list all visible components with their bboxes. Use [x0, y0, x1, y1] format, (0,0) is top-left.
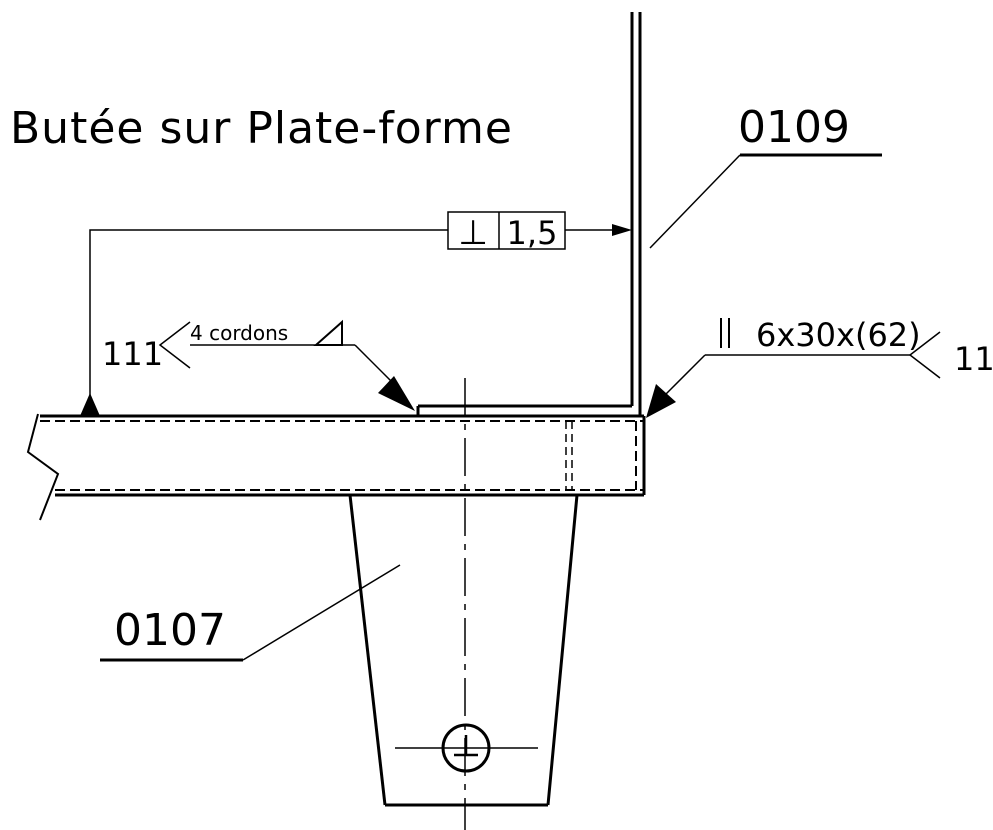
perpendicularity-symbol-icon: ⊥: [458, 213, 488, 253]
platform-plate: [26, 413, 646, 521]
right-weld-arrow-icon: [646, 384, 676, 418]
left-weld-arrow-icon: [378, 376, 415, 411]
left-weld-note: 4 cordons: [190, 321, 288, 345]
tolerance-value: 1,5: [507, 214, 558, 252]
tolerance-frame: ⊥ 1,5: [447, 211, 566, 253]
part-label-0107: 0107: [114, 605, 226, 656]
tolerance-leader: [80, 224, 632, 416]
right-weld-spec: 6x30x(62): [756, 316, 921, 354]
leader-0107: [100, 564, 401, 662]
part-label-0109: 0109: [738, 102, 850, 153]
datum-triangle-icon: [80, 393, 100, 416]
right-weld-callout: [646, 318, 941, 418]
vertical-plate-0109: [416, 12, 642, 416]
right-weld-process: 11: [954, 340, 993, 378]
fillet-weld-symbol-icon: [313, 319, 343, 346]
hole-symbol: [395, 723, 538, 773]
support-0107: [348, 494, 579, 807]
left-weld-process: 111: [102, 335, 163, 373]
left-weld-callout: [158, 319, 415, 411]
drawing-title: Butée sur Plate-forme: [10, 103, 513, 154]
tolerance-arrow-icon: [612, 224, 632, 236]
leader-0109: [649, 153, 882, 249]
